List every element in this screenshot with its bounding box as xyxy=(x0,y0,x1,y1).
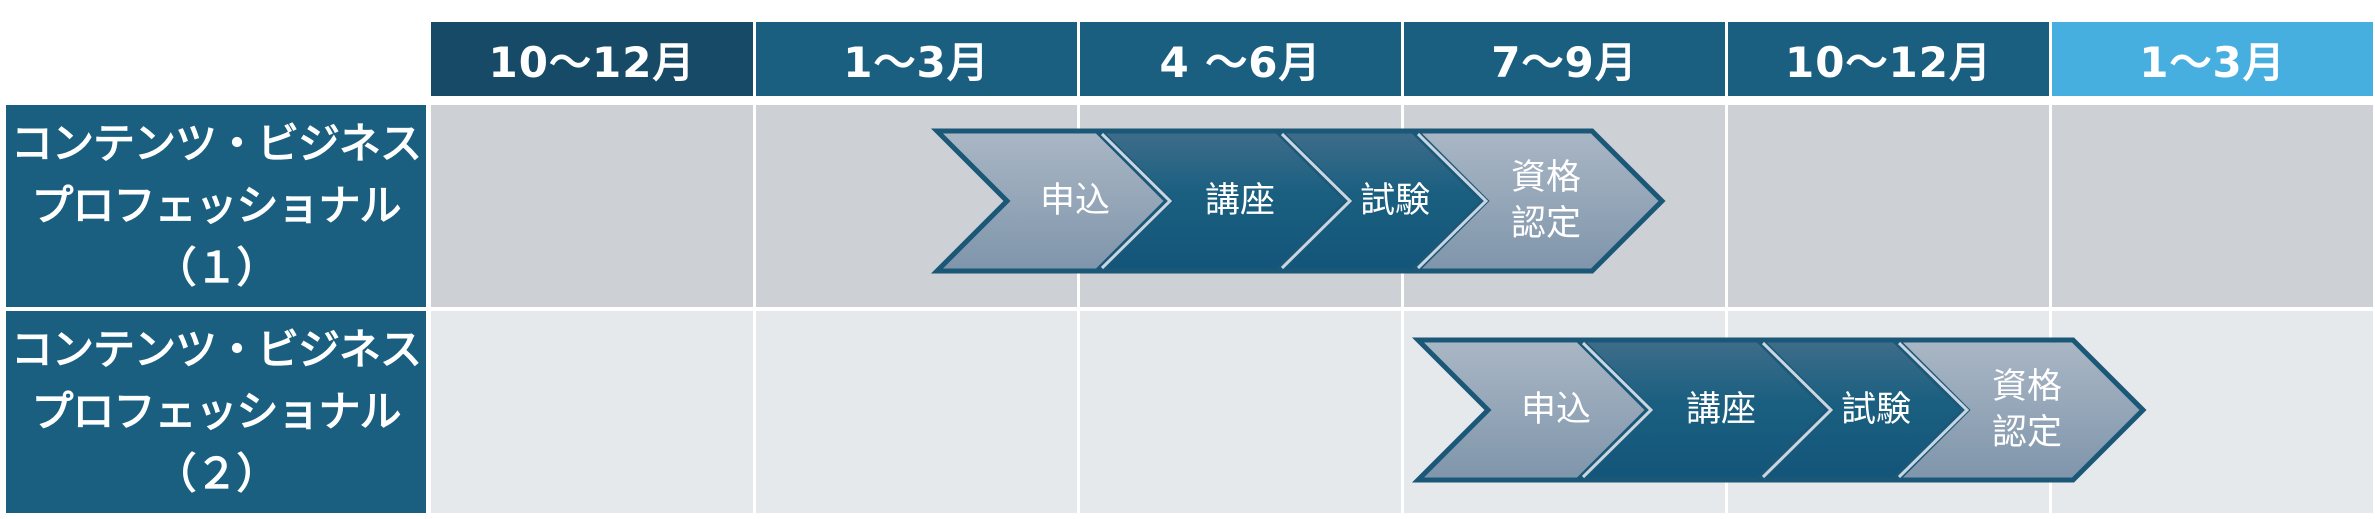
step-certify-label: 資格 認定 xyxy=(1486,131,1606,271)
row-1-cell xyxy=(431,105,753,307)
header-col-4: 7〜9月 xyxy=(1404,22,1725,96)
row-1-chevrons xyxy=(930,128,1666,274)
step-certify-line: 認定 xyxy=(1991,413,2062,453)
header-col-2: 1〜3月 xyxy=(756,22,1077,96)
row-label-line: コンテンツ・ビジネス xyxy=(10,119,422,168)
step-course-label: 講座 xyxy=(1204,181,1275,221)
row-label-2: コンテンツ・ビジネス プロフェッショナル （２） xyxy=(6,311,426,513)
row-2-cell xyxy=(756,311,1077,513)
step-exam-label: 試験 xyxy=(1359,181,1430,221)
header-col-5: 10〜12月 xyxy=(1728,22,2049,96)
row-label-line: プロフェッショナル xyxy=(31,181,401,230)
step-apply-label: 申込 xyxy=(1520,390,1591,430)
row-label-line: コンテンツ・ビジネス xyxy=(10,325,422,374)
row-1-cell xyxy=(2052,105,2373,307)
step-exam-label: 試験 xyxy=(1840,390,1911,430)
header-col-1: 10〜12月 xyxy=(431,22,753,96)
row-label-line: （２） xyxy=(154,449,278,498)
step-certify-line: 資格 xyxy=(1510,158,1581,198)
step-certify-line: 認定 xyxy=(1510,204,1581,244)
step-apply-label: 申込 xyxy=(1039,181,1110,221)
row-1-cell xyxy=(1728,105,2049,307)
step-certify-label: 資格 認定 xyxy=(1967,340,2087,480)
row-label-line: プロフェッショナル xyxy=(31,387,401,436)
header-col-6: 1〜3月 xyxy=(2052,22,2373,96)
row-2-chevrons xyxy=(1411,337,2147,483)
step-certify-line: 資格 xyxy=(1991,367,2062,407)
step-course-label: 講座 xyxy=(1685,390,1756,430)
row-2-cell xyxy=(431,311,753,513)
row-label-line: （１） xyxy=(154,243,278,292)
row-label-1: コンテンツ・ビジネス プロフェッショナル （１） xyxy=(6,105,426,307)
row-2-cell xyxy=(1080,311,1401,513)
header-col-3: 4 〜6月 xyxy=(1080,22,1401,96)
